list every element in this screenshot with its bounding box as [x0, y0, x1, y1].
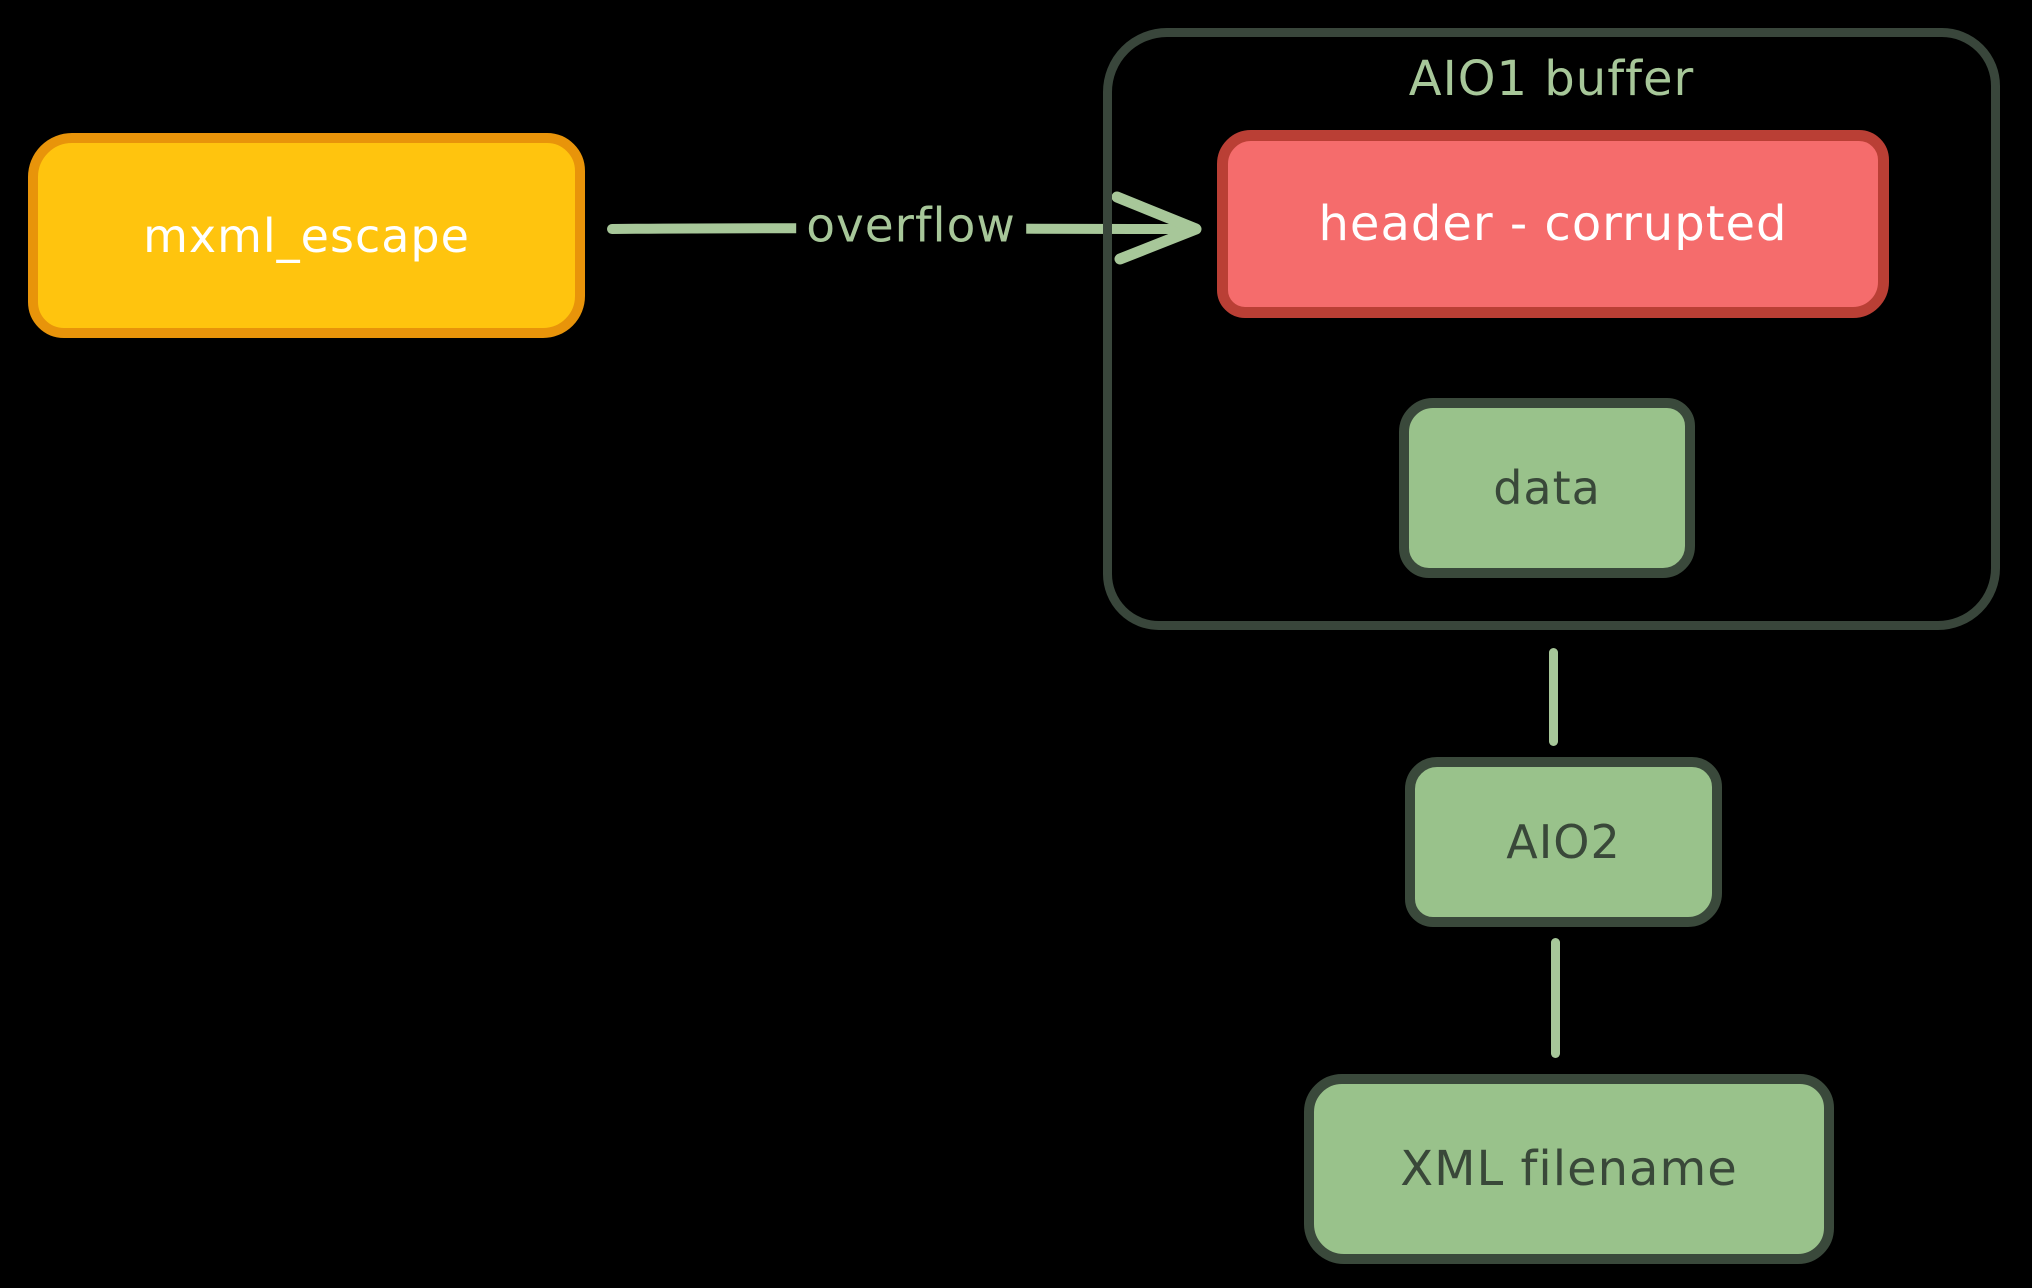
connector-aio1-to-aio2	[1549, 648, 1558, 746]
node-xml-filename-label: XML filename	[1400, 1141, 1738, 1197]
node-aio2: AIO2	[1405, 757, 1722, 927]
node-header-corrupted: header - corrupted	[1217, 130, 1889, 318]
node-data: data	[1399, 398, 1695, 578]
overflow-arrow-label: overflow	[796, 198, 1026, 254]
container-aio1-buffer: AIO1 buffer	[1103, 28, 2000, 630]
node-xml-filename: XML filename	[1304, 1074, 1834, 1264]
node-data-label: data	[1493, 461, 1601, 515]
node-header-corrupted-label: header - corrupted	[1318, 196, 1788, 252]
node-mxml-escape-label: mxml_escape	[143, 208, 470, 263]
connector-aio2-to-xml	[1551, 938, 1560, 1058]
node-aio2-label: AIO2	[1506, 815, 1621, 869]
container-aio1-buffer-title: AIO1 buffer	[1408, 51, 1695, 107]
node-mxml-escape: mxml_escape	[28, 133, 585, 338]
